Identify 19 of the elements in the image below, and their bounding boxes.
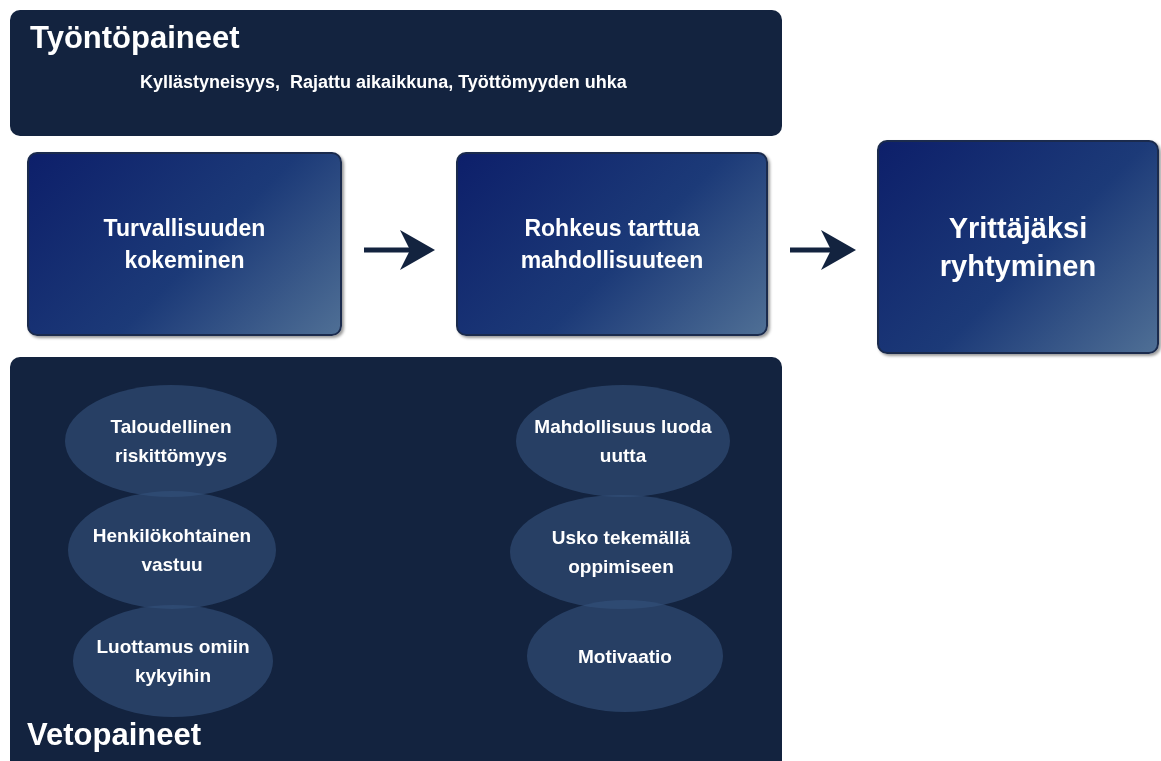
box-label: Turvallisuuden kokeminen: [102, 214, 267, 275]
ellipse-label: Mahdollisuus luoda uutta: [533, 415, 713, 468]
ellipse-label: Henkilökohtainen vastuu: [91, 524, 253, 577]
panel-text: Kyllästyneisyys, Rajattu aikaikkuna, Työttömyyden uhka: [140, 72, 627, 93]
box-label: Yrittäjäksi ryhtyminen: [938, 211, 1098, 284]
goal-box: [877, 140, 1159, 354]
panel: [10, 10, 782, 136]
ellipse-label: Luottamus omiin kykyihin: [95, 635, 251, 688]
arrow: [364, 230, 435, 270]
ellipse-label: Motivaatio: [577, 644, 673, 669]
arrow: [790, 230, 856, 270]
panel-title: Työntöpaineet: [30, 20, 240, 56]
panel: [10, 357, 782, 761]
process-box: [27, 152, 342, 336]
box-label: Rohkeus tarttua mahdollisuuteen: [519, 214, 705, 275]
panel-title: Vetopaineet: [27, 717, 201, 753]
ellipse-label: Usko tekemällä oppimiseen: [550, 526, 692, 579]
ellipse-label: Taloudellinen riskittömyys: [109, 415, 233, 468]
process-box: [456, 152, 768, 336]
